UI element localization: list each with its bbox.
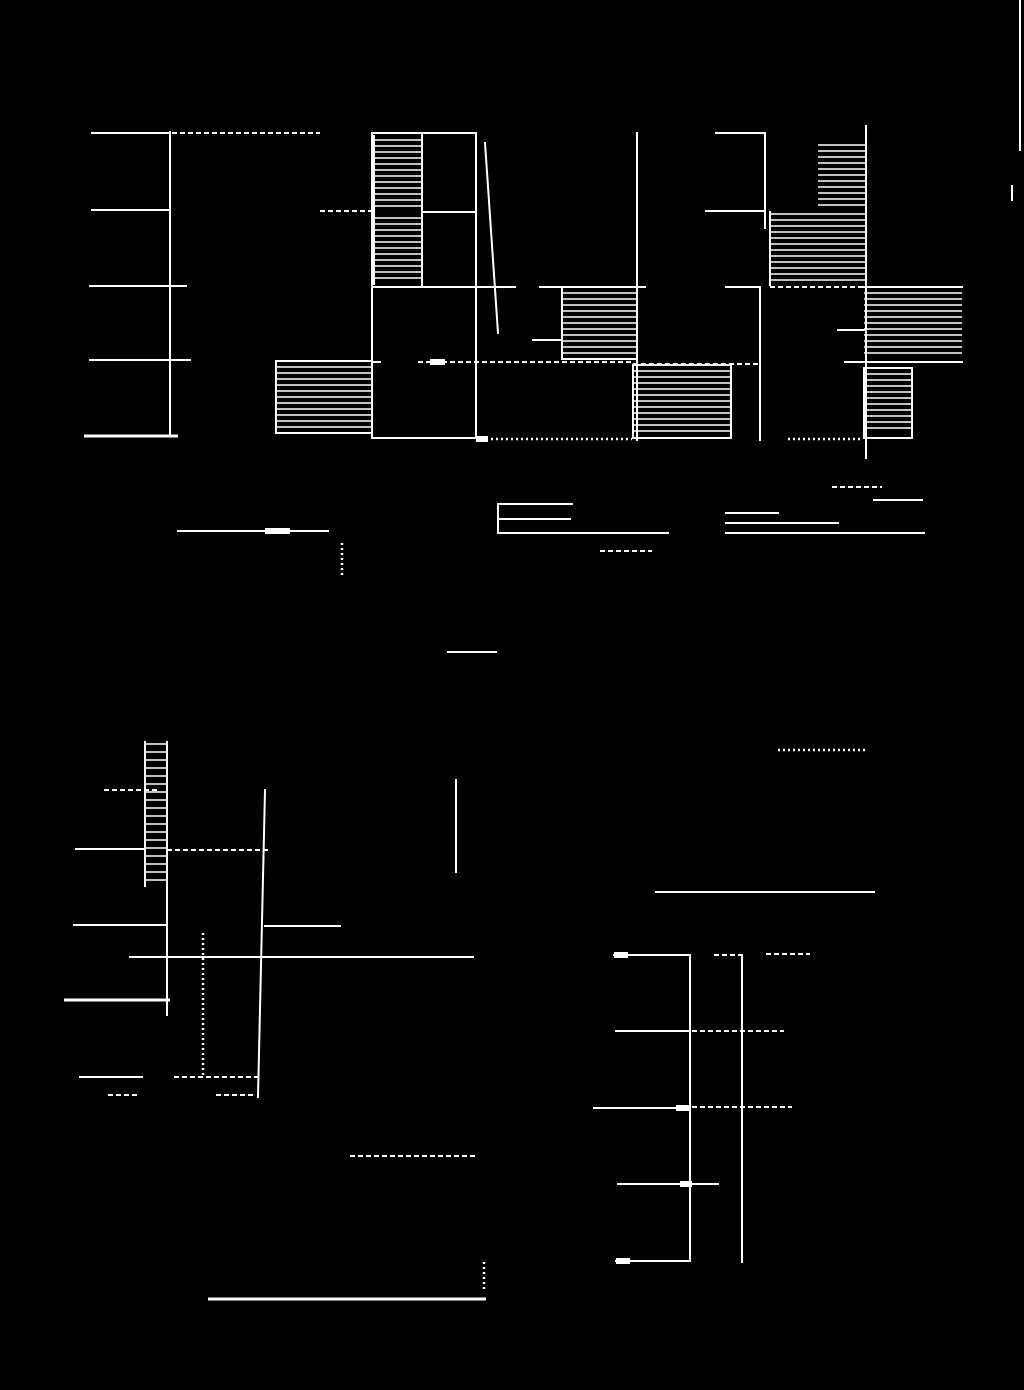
upper-hatch-block-c2 xyxy=(769,211,866,286)
upper-hatch-block-b2 xyxy=(632,363,760,439)
lower-left-ladder xyxy=(144,741,168,1016)
lower-right-diagram xyxy=(593,748,875,1264)
upper-frame-a xyxy=(320,132,516,439)
lower-left-diagram xyxy=(64,741,486,1301)
upper-hatch-block-c3 xyxy=(837,286,963,363)
upper-hatch-block-a1 xyxy=(373,135,422,285)
upper-annotation-lines xyxy=(177,486,925,653)
upper-hatch-block-a2 xyxy=(275,360,381,434)
edge-marks xyxy=(1011,0,1021,201)
lower-right-frame xyxy=(593,952,810,1264)
upper-hatch-block-b1 xyxy=(561,286,638,360)
upper-hatch-block-c1 xyxy=(818,144,866,206)
lower-left-levels xyxy=(64,779,486,1301)
upper-diagram xyxy=(84,125,963,653)
upper-left-level-axis xyxy=(84,131,320,438)
upper-hatch-block-c4 xyxy=(863,367,913,439)
